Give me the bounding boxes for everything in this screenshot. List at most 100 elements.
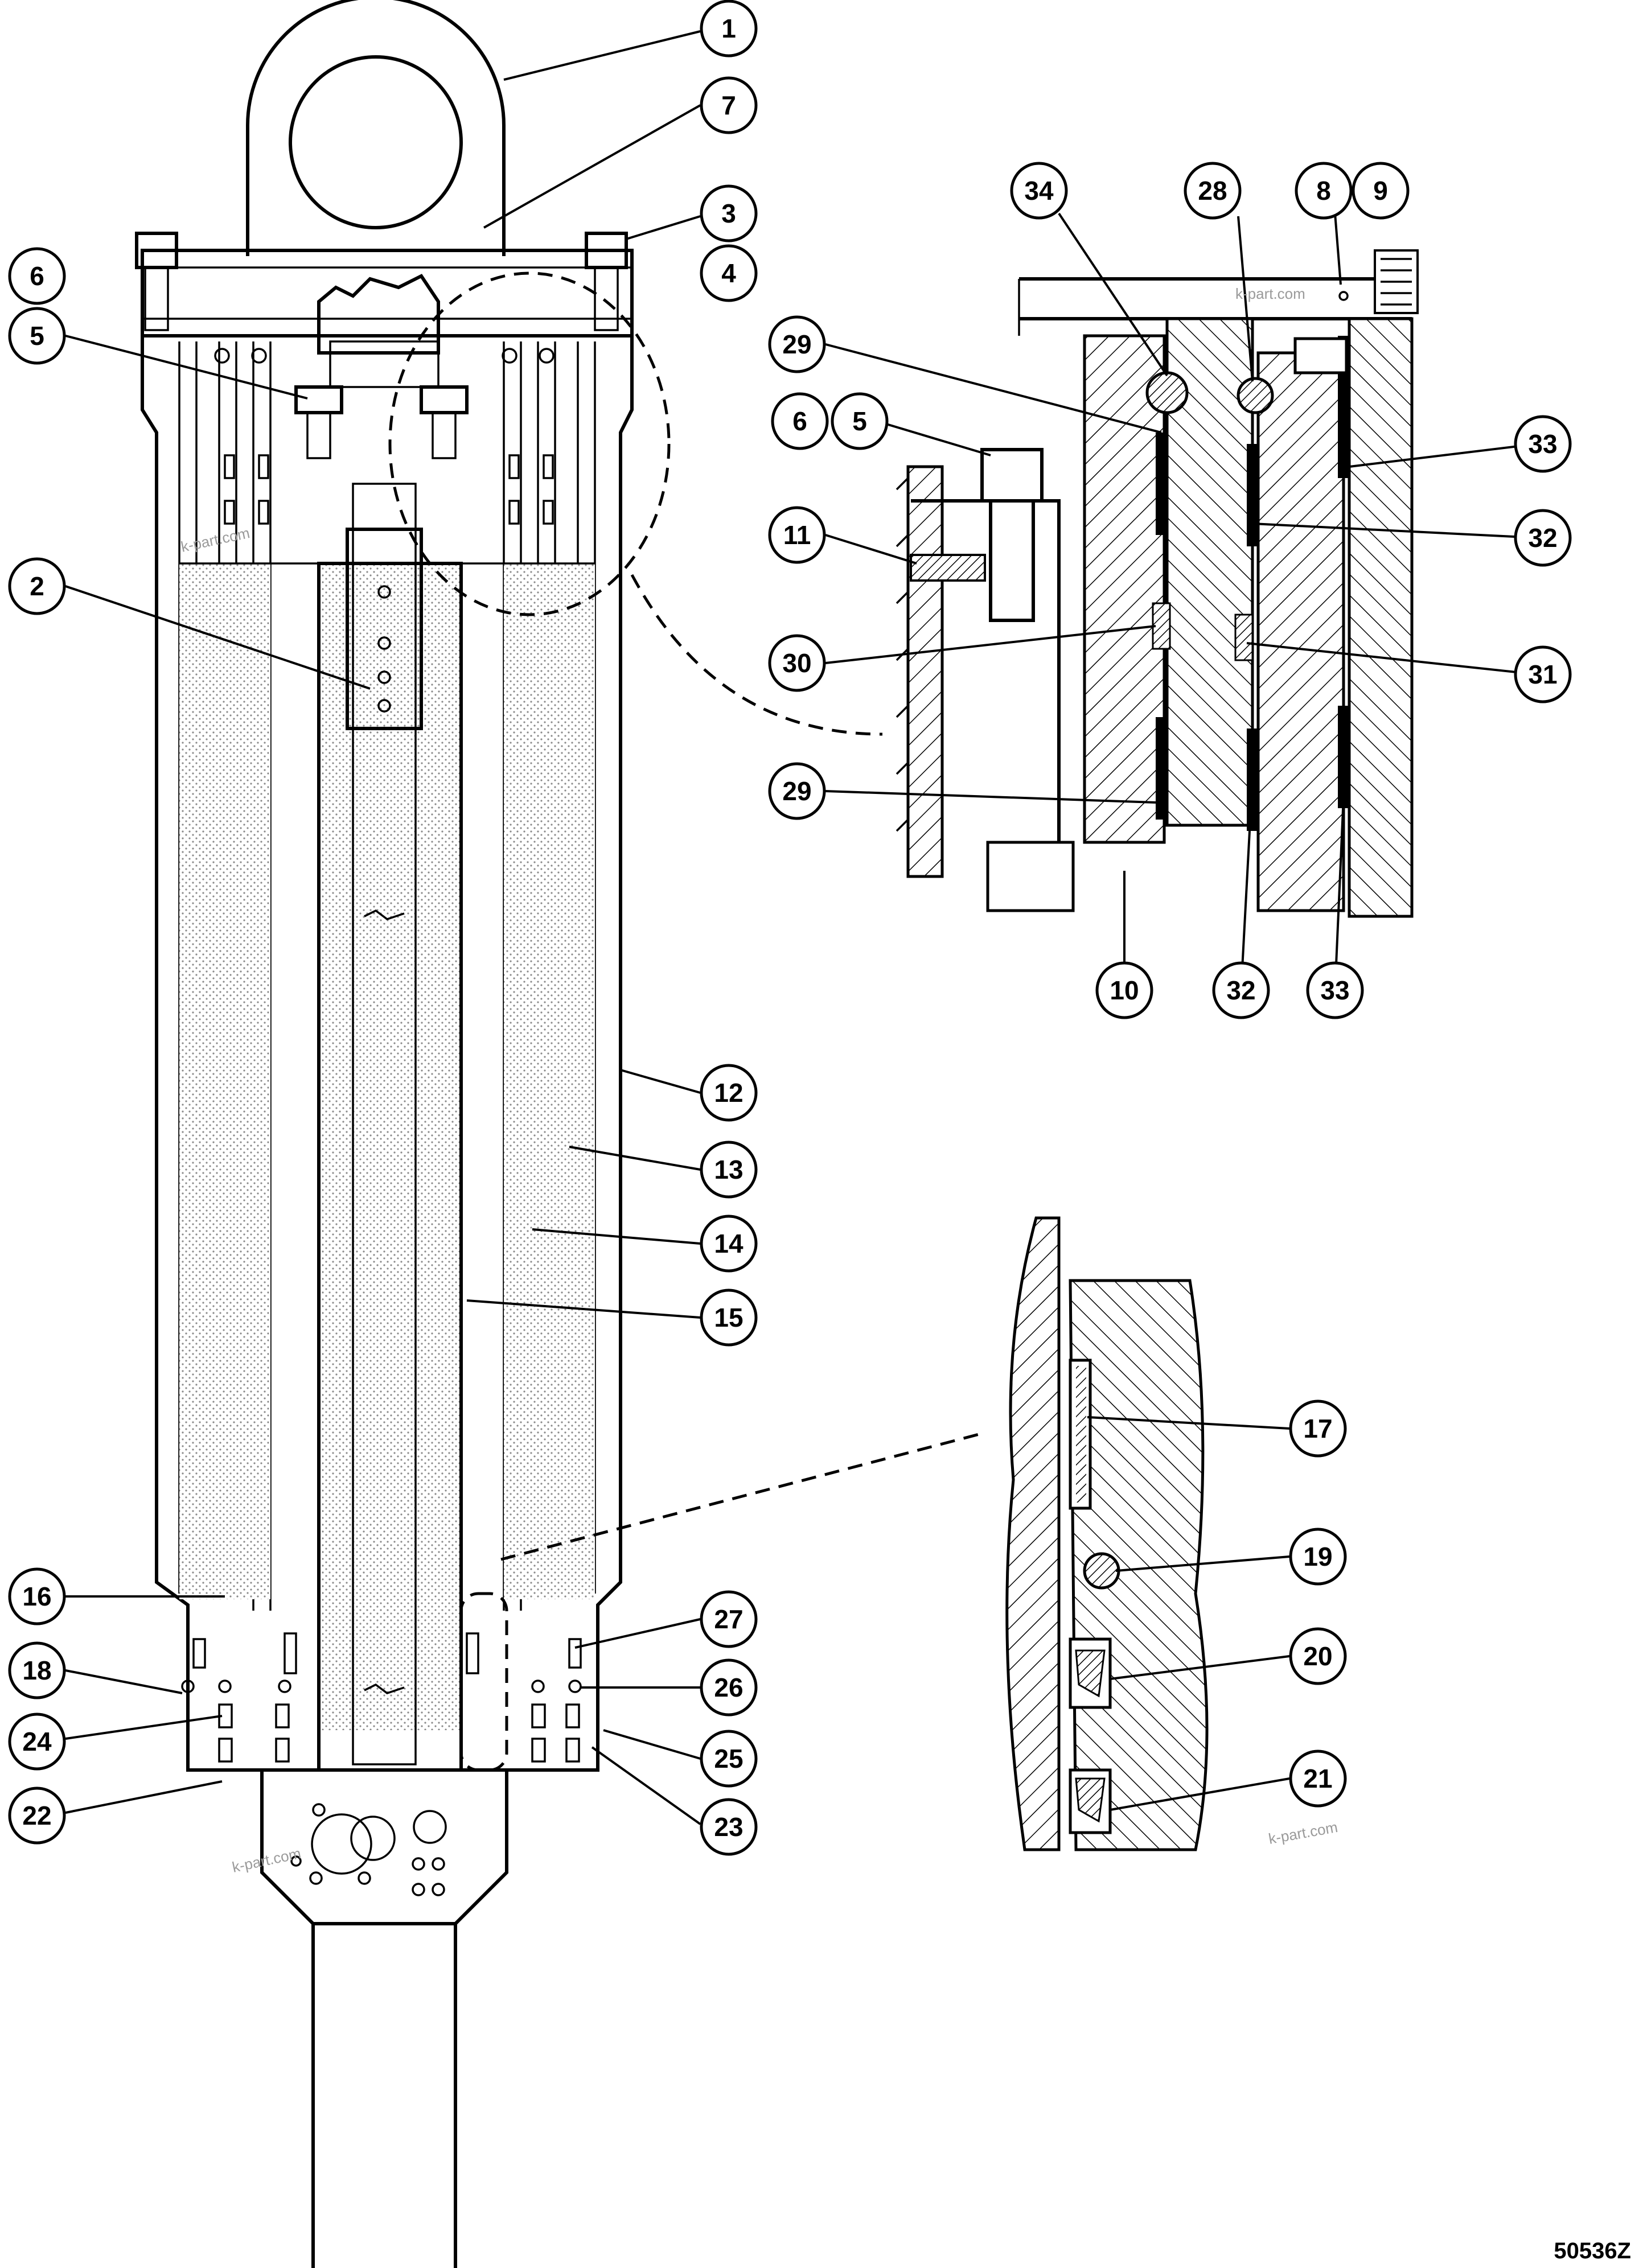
watermark: k-part.com [179, 524, 251, 555]
cylinder-head [141, 249, 634, 337]
svg-text:28: 28 [1198, 176, 1227, 205]
svg-text:7: 7 [721, 90, 736, 120]
fluid-region-left [179, 563, 270, 1599]
callout-32-bottom: 32 [1212, 961, 1270, 1019]
callout-13: 13 [700, 1141, 758, 1199]
watermark: k-part.com [1267, 1818, 1339, 1847]
detail-marker-bottom [459, 1592, 508, 1772]
svg-text:8: 8 [1316, 176, 1331, 205]
svg-text:5: 5 [30, 321, 44, 351]
callout-9: 9 [1352, 162, 1410, 220]
svg-text:12: 12 [714, 1078, 743, 1108]
svg-text:30: 30 [782, 648, 811, 678]
callout-17: 17 [1289, 1400, 1347, 1458]
svg-text:33: 33 [1528, 429, 1557, 459]
callout-30: 30 [768, 634, 826, 692]
callout-21: 21 [1289, 1750, 1347, 1808]
callout-7: 7 [700, 76, 758, 134]
callout-28: 28 [1184, 162, 1242, 220]
svg-text:2: 2 [30, 571, 44, 601]
callout-2: 2 [8, 557, 66, 615]
callout-19: 19 [1289, 1528, 1347, 1586]
svg-text:20: 20 [1303, 1641, 1332, 1671]
fluid-region-right [504, 563, 595, 1599]
callout-26: 26 [700, 1658, 758, 1717]
callout-5-detail: 5 [831, 392, 889, 450]
svg-text:33: 33 [1320, 975, 1349, 1005]
svg-text:31: 31 [1528, 660, 1557, 689]
svg-text:15: 15 [714, 1303, 743, 1332]
callout-20: 20 [1289, 1627, 1347, 1685]
callout-5: 5 [8, 307, 66, 365]
leader-lines [65, 30, 1538, 1825]
callout-33-top: 33 [1514, 415, 1572, 473]
svg-text:27: 27 [714, 1604, 743, 1634]
svg-text:9: 9 [1373, 176, 1388, 205]
washer-11 [910, 554, 986, 582]
svg-text:14: 14 [714, 1229, 744, 1258]
callout-24: 24 [8, 1713, 66, 1771]
callout-31: 31 [1514, 645, 1572, 703]
valve-body [346, 528, 423, 730]
callout-11: 11 [768, 506, 826, 564]
svg-text:4: 4 [721, 258, 736, 288]
svg-text:26: 26 [714, 1673, 743, 1702]
lifting-eye-bore [289, 55, 463, 229]
svg-text:34: 34 [1024, 176, 1054, 205]
detail-view-top [896, 249, 1419, 918]
cylinder-foot [260, 1770, 315, 2268]
callout-29-top: 29 [768, 315, 826, 373]
svg-text:17: 17 [1303, 1414, 1332, 1443]
callout-29-bottom: 29 [768, 762, 826, 820]
svg-text:24: 24 [22, 1727, 52, 1756]
callout-10: 10 [1095, 961, 1153, 1019]
svg-text:6: 6 [30, 261, 44, 291]
callout-layer: 1 7 3 4 6 5 2 12 13 14 15 16 18 24 22 27… [8, 0, 1572, 1856]
svg-text:21: 21 [1303, 1764, 1332, 1793]
callout-33-bottom: 33 [1306, 961, 1364, 1019]
svg-text:22: 22 [22, 1801, 51, 1830]
callout-14: 14 [700, 1215, 758, 1273]
svg-text:32: 32 [1226, 975, 1255, 1005]
svg-text:6: 6 [792, 406, 807, 436]
detail-bolt-shank [989, 499, 1035, 622]
callout-3: 3 [700, 184, 758, 242]
inner-rod [352, 483, 417, 1765]
callout-27: 27 [700, 1590, 758, 1648]
svg-text:25: 25 [714, 1744, 743, 1773]
watermark: k-part.com [1235, 285, 1305, 302]
callout-18: 18 [8, 1641, 66, 1699]
inner-bolt-right [420, 385, 469, 414]
callout-22: 22 [8, 1787, 66, 1845]
svg-text:16: 16 [22, 1582, 51, 1611]
piston-shaft [311, 1922, 457, 2268]
svg-text:5: 5 [852, 406, 867, 436]
callout-25: 25 [700, 1730, 758, 1788]
detail-bolt-head [980, 448, 1044, 503]
callout-23: 23 [700, 1798, 758, 1856]
svg-text:32: 32 [1528, 523, 1557, 553]
svg-text:11: 11 [783, 520, 811, 550]
svg-text:29: 29 [782, 776, 811, 806]
callout-6: 6 [8, 247, 66, 305]
inner-bolt-left [294, 385, 343, 414]
drawing-number: 50536Z [1554, 2238, 1631, 2263]
svg-text:18: 18 [22, 1656, 51, 1685]
svg-text:3: 3 [721, 199, 736, 228]
svg-text:19: 19 [1303, 1542, 1332, 1571]
fluid-region-center [319, 563, 461, 1730]
callout-12: 12 [700, 1064, 758, 1122]
callout-4: 4 [700, 244, 758, 302]
svg-text:29: 29 [782, 330, 811, 359]
center-tube [317, 562, 463, 1772]
lifting-eye [246, 0, 506, 256]
watermark: k-part.com [231, 1845, 302, 1876]
detail-view-bottom [1005, 1216, 1209, 1851]
callout-1: 1 [700, 0, 758, 57]
callout-6-detail: 6 [771, 392, 829, 450]
detail-marker-top [388, 271, 671, 616]
callout-8: 8 [1295, 162, 1353, 220]
detail-rod-section [1005, 1216, 1061, 1851]
svg-text:1: 1 [721, 14, 736, 43]
